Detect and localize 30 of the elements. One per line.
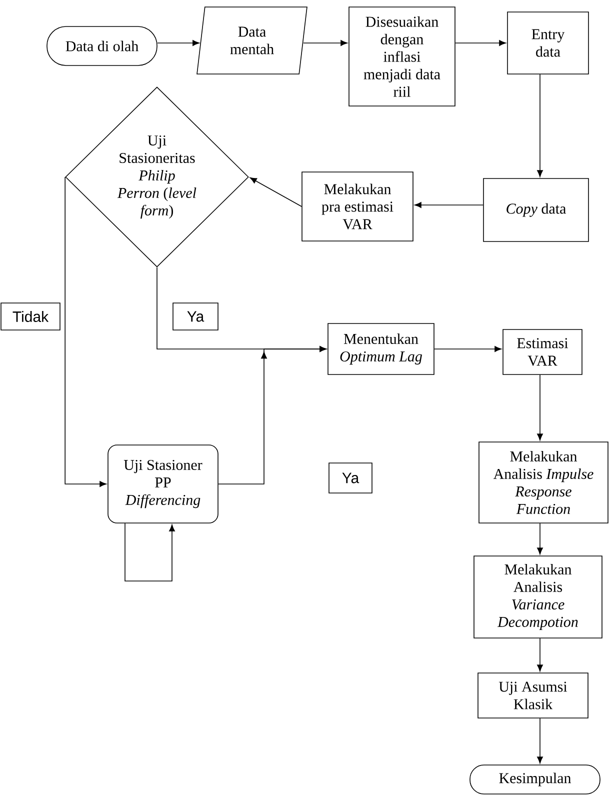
process-box: Estimasi VAR [502, 329, 582, 375]
terminal-box: Data di olah [46, 26, 158, 66]
decision-label: Ya [328, 462, 372, 494]
arrow [434, 346, 502, 352]
arrow [64, 176, 106, 487]
arrow [157, 40, 200, 46]
process-box: Menentukan Optimum Lag [328, 323, 434, 375]
arrow [455, 40, 506, 46]
process-box: Melakukan Analisis Impulse Response Function [478, 442, 608, 524]
process-box: Entry data [507, 12, 589, 74]
arrow [537, 523, 543, 554]
arrow [537, 374, 543, 440]
arrow [303, 40, 348, 46]
arrow [124, 523, 175, 582]
arrow [250, 177, 302, 207]
arrow [218, 346, 326, 484]
process-box: Disesuaikan dengan inflasi menjadi data riil [348, 6, 456, 106]
process-box: Uji Asumsi Klasik [478, 672, 588, 718]
rounded-process-box: Uji Stasioner PP Differencing [108, 444, 218, 524]
arrow [537, 74, 543, 177]
arrow [414, 202, 484, 208]
terminal-box: Kesimpulan [470, 764, 600, 794]
arrow [537, 638, 543, 672]
data-parallelogram: Data mentah [196, 6, 308, 74]
edge-label: Tidak [0, 302, 60, 330]
arrow [537, 718, 543, 764]
process-box: Melakukan Analisis Variance Decompotion [474, 556, 602, 638]
process-box: Copy data [483, 178, 589, 242]
process-box: Melakukan pra estimasi VAR [302, 172, 414, 242]
edge-label: Ya [172, 302, 218, 330]
